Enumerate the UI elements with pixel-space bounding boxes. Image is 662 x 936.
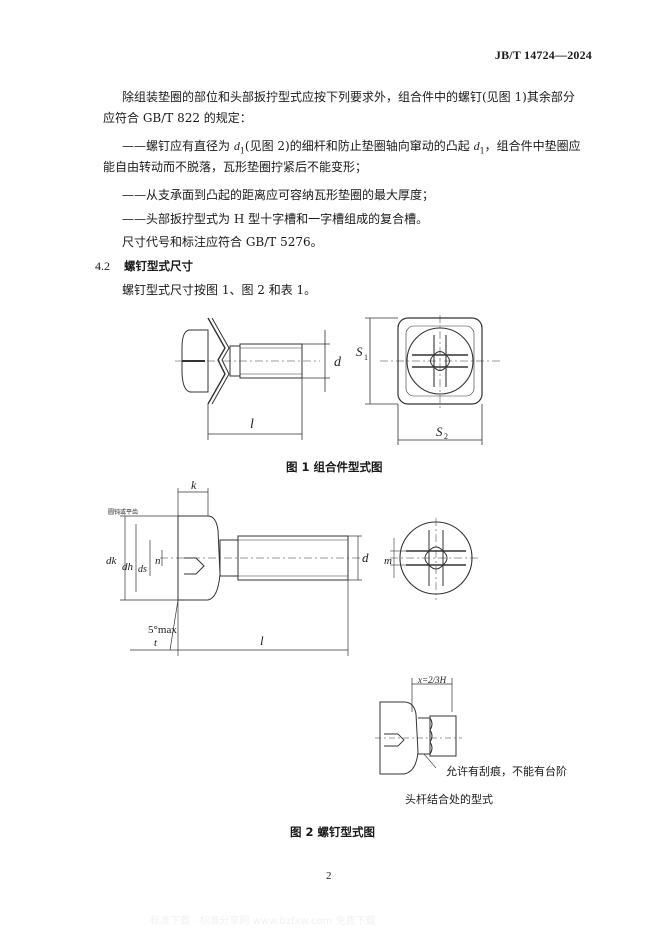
label-ds: ds xyxy=(138,564,147,575)
label-m: m xyxy=(384,555,392,567)
cross-recess-icon xyxy=(424,546,448,570)
standard-number-header: JB/T 14724—2024 xyxy=(494,48,592,62)
detail-head xyxy=(379,701,419,775)
assembly-top-view xyxy=(380,315,502,408)
symbol-d1-second-sub: 1 xyxy=(479,146,485,156)
label-d: d xyxy=(362,550,369,565)
label-d: d xyxy=(334,355,342,370)
paragraph-3: 螺钉型式尺寸按图 1、图 2 和表 1。 xyxy=(122,283,317,297)
label-s2-sub: 2 xyxy=(444,432,448,441)
bullet-1-text-a: ——螺钉应有直径为 xyxy=(122,139,234,153)
bullet-1-line-2: 能自由转动而不脱落，瓦形垫圈拧紧后不能变形； xyxy=(103,160,368,174)
figure-2-caption: 图 2 螺钉型式图 xyxy=(290,825,376,839)
dim-d xyxy=(302,330,330,392)
cross-recess-icon xyxy=(430,351,450,371)
bullet-1-text-b: (见图 2)的细杆和防止垫圈轴向窜动的凸起 xyxy=(244,139,474,153)
dimension-lines xyxy=(120,488,362,656)
figure-2-drawing: k 圆钝或平齿 dk dh ds n d 5°max t l m xyxy=(106,478,480,656)
label-dk: dk xyxy=(106,555,118,567)
symbol-d1: d xyxy=(233,139,240,153)
label-s1: S xyxy=(356,344,363,359)
screw-head xyxy=(181,329,209,393)
bullet-1-text-c: ，组合件中垫圈应 xyxy=(484,139,581,153)
detail-shank xyxy=(429,715,457,757)
label-t: t xyxy=(154,637,158,649)
paragraph-1-line-2: 应符合 GB/T 822 的规定： xyxy=(103,111,252,125)
symbol-d1-sub: 1 xyxy=(239,146,245,156)
label-l: l xyxy=(250,417,254,432)
section-title: 螺钉型式尺寸 xyxy=(124,259,193,273)
screw-top-view xyxy=(390,518,480,600)
figure-1-caption: 图 1 组合件型式图 xyxy=(286,460,383,474)
tile-washer-inner xyxy=(211,317,230,405)
paragraph-2: 尺寸代号和标注应符合 GB/T 5276。 xyxy=(122,235,323,249)
detail-neck xyxy=(418,717,433,755)
watermark: 标准下载 · 标准分享网 www.bzfxw.com 免费下载 xyxy=(150,916,376,927)
label-k: k xyxy=(191,478,197,492)
section-heading: 4.2 螺钉型式尺寸 xyxy=(95,257,193,275)
assembly-side-view xyxy=(175,317,320,405)
tile-washer xyxy=(207,317,226,405)
detail-note-2: 头杆结合处的型式 xyxy=(405,793,493,806)
section-number: 4.2 xyxy=(95,259,110,273)
bullet-2: ——从支承面到凸起的距离应可容纳瓦形垫圈的最大厚度； xyxy=(122,188,435,202)
symbol-d1-second: d xyxy=(473,139,480,153)
label-l: l xyxy=(260,633,264,648)
dim-s2 xyxy=(397,404,483,445)
dim-l xyxy=(207,378,303,440)
dim-s1 xyxy=(365,317,398,405)
label-n: n xyxy=(155,555,161,567)
label-angle: 5°max xyxy=(148,624,177,636)
figure-1-drawing: d l S 1 S 2 xyxy=(175,315,502,445)
label-dh: dh xyxy=(122,561,134,573)
paragraph-1-line-1: 除组装垫圈的部位和头部扳拧型式应按下列要求外，组合件中的螺钉(见图 1)其余部分 xyxy=(122,90,575,104)
bullet-1-line-1: ——螺钉应有直径为 d1(见图 2)的细杆和防止垫圈轴向窜动的凸起 d1，组合件… xyxy=(122,137,581,160)
recess-profile xyxy=(184,557,205,575)
figure-2-detail-drawing: x=2/3H xyxy=(375,675,462,775)
label-x: x=2/3H xyxy=(417,675,447,685)
label-s1-sub: 1 xyxy=(364,353,368,362)
bullet-3: ——头部扳拧型式为 H 型十字槽和一字槽组成的复合槽。 xyxy=(122,212,429,226)
label-s2: S xyxy=(436,424,443,439)
detail-note-1: 允许有刮痕，不能有台阶 xyxy=(446,765,567,778)
note-small: 圆钝或平齿 xyxy=(108,508,138,516)
page-number: 2 xyxy=(326,870,332,882)
screw-side-view xyxy=(160,515,365,601)
